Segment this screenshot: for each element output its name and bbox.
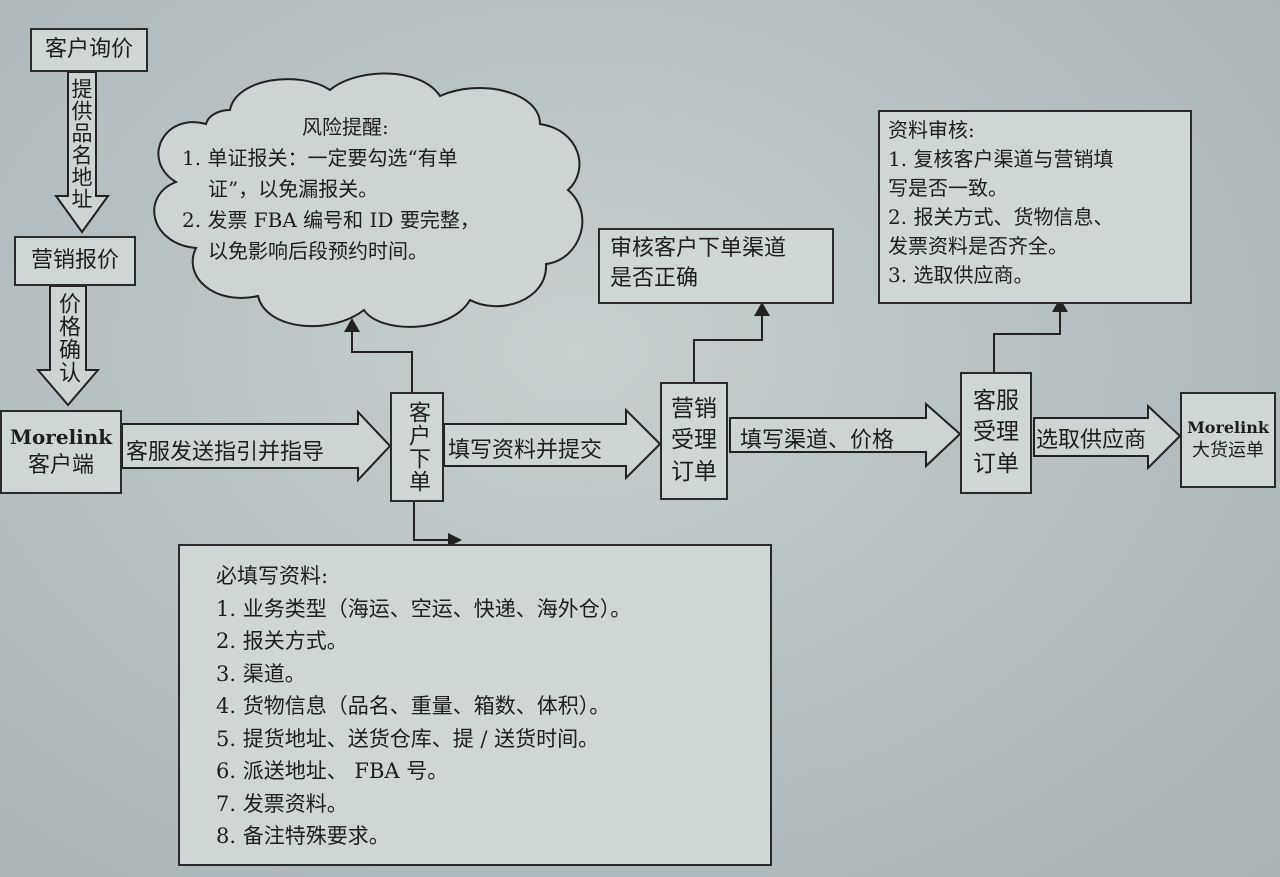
customer-order-box: 客户下单 [390,392,444,502]
risk-line-2: 证”，以免漏报关。 [208,177,379,201]
arrowhead-right-required [448,533,462,547]
provide-info-label: 提供品名地址 [69,78,93,210]
required-line-5: 5. 提货地址、送货仓库、提 / 送货时间。 [216,726,600,751]
review-line-1: 1. 复核客户渠道与营销填 [888,147,1114,171]
bulk-waybill-box: Morelink 大货运单 [1180,392,1276,488]
review-line-4: 发票资料是否齐全。 [888,234,1068,258]
connector-order-to-risk [351,330,413,392]
marketing-quote-label: 营销报价 [30,248,119,274]
arrow-price-confirm [35,285,101,407]
marketing-accept-label: 营销受理订单 [671,396,717,485]
bulk-waybill-label: 大货运单 [1192,439,1264,461]
review-line-3: 2. 报关方式、货物信息、 [888,205,1114,229]
client-label: 客户端 [27,452,94,478]
review-title: 资料审核: [888,118,975,142]
cs-accept-label: 客服受理订单 [973,388,1019,477]
cs-accept-box: 客服受理订单 [960,372,1032,494]
arrow-provide-info [54,71,110,234]
required-title: 必填写资料: [216,564,329,588]
required-line-4: 4. 货物信息（品名、重量、箱数、体积）。 [216,694,611,719]
check-channel-line-1: 审核客户下单渠道 [610,236,787,261]
morelink-client-box: Morelink 客户端 [0,410,122,494]
connector-marketing-to-check [693,314,763,382]
arrowhead-up-risk [344,318,360,332]
arrow-fill-submit [443,407,662,481]
risk-line-3: 2. 发票 FBA 编号和 ID 要完整， [182,208,480,232]
arrow-send-guide [121,409,392,483]
choose-supplier-label: 选取供应商 [1036,428,1147,453]
price-confirm-label: 价格确认 [55,292,80,384]
customer-inquiry-label: 客户询价 [44,37,133,63]
marketing-quote-box: 营销报价 [14,236,136,286]
required-line-1: 1. 业务类型（海运、空运、快递、海外仓）。 [216,596,632,621]
risk-title: 风险提醒: [302,115,389,139]
review-line-2: 写是否一致。 [888,176,1008,200]
review-box: 资料审核: 1. 复核客户渠道与营销填 写是否一致。 2. 报关方式、货物信息、… [878,110,1192,304]
bulk-waybill-brand-label: Morelink [1187,418,1269,438]
connector-cs-to-review [993,310,1061,372]
customer-inquiry-box: 客户询价 [30,28,148,72]
fill-submit-label: 填写资料并提交 [448,438,603,463]
marketing-accept-box: 营销受理订单 [660,382,728,500]
connector-order-to-required [413,500,448,541]
arrow-fill-channel-price [729,401,962,469]
risk-reminder-text: 风险提醒: 1. 单证报关：一定要勾选“有单 证”，以免漏报关。 2. 发票 F… [182,112,552,267]
arrowhead-up-check [754,302,770,316]
required-line-3: 3. 渠道。 [216,661,306,686]
arrow-choose-supplier [1033,403,1182,471]
fill-channel-price-label: 填写渠道、价格 [740,428,895,453]
required-info-box: 必填写资料: 1. 业务类型（海运、空运、快递、海外仓）。 2. 报关方式。 3… [178,544,772,866]
required-line-8: 8. 备注特殊要求。 [216,824,390,849]
check-channel-box: 审核客户下单渠道 是否正确 [598,228,834,304]
required-line-2: 2. 报关方式。 [216,629,348,654]
review-line-5: 3. 选取供应商。 [888,263,1034,287]
arrowhead-up-review [1052,298,1068,312]
risk-cloud-shape [153,72,584,328]
required-line-6: 6. 派送地址、 FBA 号。 [216,759,449,784]
check-channel-line-2: 是否正确 [610,265,699,291]
risk-line-1: 1. 单证报关：一定要勾选“有单 [182,146,458,170]
required-line-7: 7. 发票资料。 [216,791,348,816]
risk-line-4: 以免影响后段预约时间。 [208,239,428,263]
send-guide-label: 客服发送指引并指导 [126,440,325,465]
client-brand-label: Morelink [9,424,113,449]
customer-order-label: 客户下单 [405,401,430,493]
